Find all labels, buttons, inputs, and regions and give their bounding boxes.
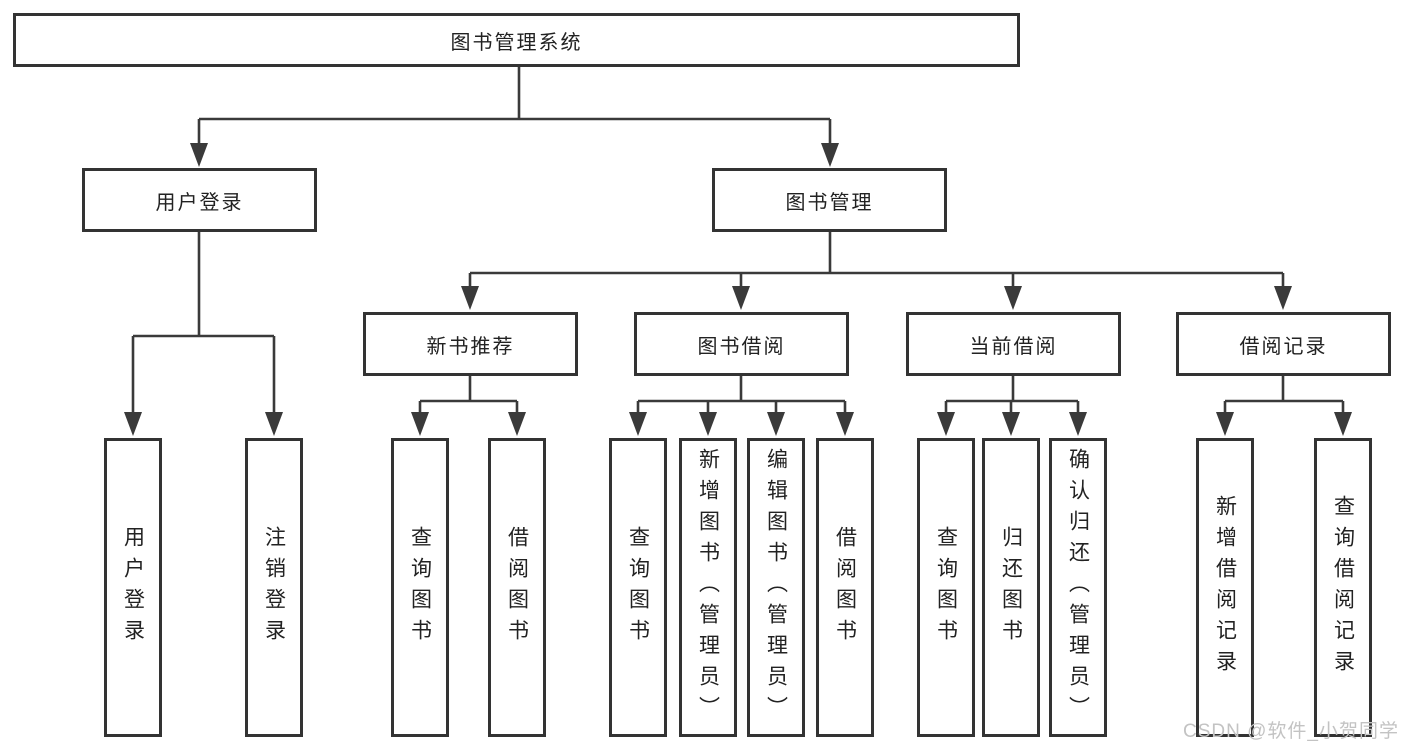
leaf-query-books: 查询图书: [609, 438, 667, 737]
leaf-confirm-return-admin: 确认归还（管理员）: [1049, 438, 1107, 737]
node-label: 图书管理: [785, 191, 874, 214]
leaf-query-borrow-record: 查询借阅记录: [1314, 438, 1372, 737]
node-current-borrowing: 当前借阅: [906, 312, 1121, 376]
node-label: 图书管理系统: [450, 31, 583, 54]
leaf-label: 借阅图书: [505, 525, 529, 650]
node-label: 新书推荐: [426, 335, 515, 358]
leaf-borrow-books: 借阅图书: [488, 438, 546, 737]
leaf-label: 归还图书: [999, 525, 1023, 650]
leaf-add-book-admin: 新增图书（管理员）: [679, 438, 737, 737]
leaf-query-books: 查询图书: [391, 438, 449, 737]
leaf-logout: 注销登录: [245, 438, 303, 737]
csdn-watermark: CSDN @软件_小贺同学: [1183, 721, 1399, 742]
node-label: 借阅记录: [1239, 335, 1328, 358]
node-borrowing-records: 借阅记录: [1176, 312, 1391, 376]
leaf-label: 注销登录: [262, 525, 286, 650]
leaf-add-borrow-record: 新增借阅记录: [1196, 438, 1254, 737]
leaf-label: 确认归还（管理员）: [1066, 448, 1090, 727]
node-user-login: 用户登录: [82, 168, 317, 232]
leaf-label: 查询图书: [408, 525, 432, 650]
node-book-borrowing: 图书借阅: [634, 312, 849, 376]
leaf-label: 新增借阅记录: [1213, 494, 1237, 681]
leaf-user-login: 用户登录: [104, 438, 162, 737]
leaf-edit-book-admin: 编辑图书（管理员）: [747, 438, 805, 737]
leaf-label: 查询借阅记录: [1331, 494, 1355, 681]
leaf-label: 用户登录: [121, 525, 145, 650]
node-library-management-system: 图书管理系统: [13, 13, 1020, 67]
leaf-label: 编辑图书（管理员）: [764, 448, 788, 727]
node-book-management: 图书管理: [712, 168, 947, 232]
node-label: 当前借阅: [969, 335, 1058, 358]
leaf-borrow-books: 借阅图书: [816, 438, 874, 737]
node-label: 图书借阅: [697, 335, 786, 358]
leaf-label: 新增图书（管理员）: [696, 448, 720, 727]
leaf-label: 借阅图书: [833, 525, 857, 650]
leaf-label: 查询图书: [934, 525, 958, 650]
leaf-return-books: 归还图书: [982, 438, 1040, 737]
leaf-label: 查询图书: [626, 525, 650, 650]
arrowhead-icons: [124, 143, 1352, 436]
node-label: 用户登录: [155, 191, 244, 214]
node-new-book-recommendation: 新书推荐: [363, 312, 578, 376]
leaf-query-books: 查询图书: [917, 438, 975, 737]
